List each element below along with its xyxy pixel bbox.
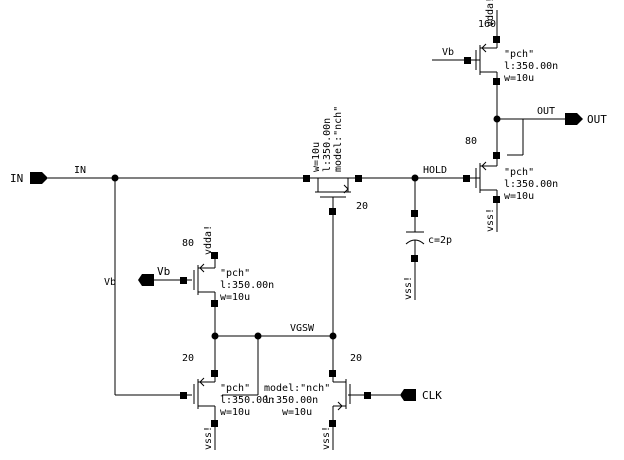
n-sw-model: model:"nch" (333, 106, 344, 172)
p-mid-model: "pch" (220, 268, 250, 279)
pmos-mid[interactable] (180, 252, 218, 308)
p-bl-l: l:350.00n (220, 395, 274, 406)
p-out-model: "pch" (504, 167, 534, 178)
cap-value: c=2p (428, 235, 452, 246)
port-clk[interactable] (400, 389, 416, 401)
n-br-l: l:350.00n (264, 395, 318, 406)
vdd-mid-label: vdda! (203, 225, 214, 255)
n-br-model: model:"nch" (264, 383, 330, 394)
p-mid-w: w=10u (220, 292, 250, 303)
p-mid-mult: 80 (182, 238, 194, 249)
n-br-w: w=10u (282, 407, 312, 418)
port-in[interactable] (30, 172, 48, 184)
port-out[interactable] (565, 113, 583, 125)
net-label-vb-top: Vb (442, 47, 454, 58)
n-sw-mult: 20 (356, 201, 368, 212)
port-out-label: OUT (587, 113, 607, 126)
p-out-w: w=10u (504, 191, 534, 202)
net-label-vgsw: VGSW (290, 323, 315, 334)
p-out-l: l:350.00n (504, 179, 558, 190)
pmos-out[interactable] (463, 150, 500, 232)
p-mid-l: l:350.00n (220, 280, 274, 291)
net-label-out: OUT (537, 106, 555, 117)
p-out-mult: 80 (465, 136, 477, 147)
p-top-w: w=10u (504, 73, 534, 84)
net-label-in: IN (74, 165, 86, 176)
junctions (111, 115, 501, 340)
port-clk-label: CLK (422, 389, 442, 402)
vss-cap-label: vss! (403, 276, 414, 300)
net-label-hold: HOLD (423, 165, 447, 176)
p-top-l: l:350.00n (504, 61, 558, 72)
p-bl-mult: 20 (182, 353, 194, 364)
p-bl-w: w=10u (220, 407, 250, 418)
p-top-mult: 160 (478, 19, 496, 30)
vss-out-label: vss! (485, 208, 496, 232)
hold-capacitor[interactable] (405, 210, 425, 300)
p-top-model: "pch" (504, 49, 534, 60)
n-sw-l: l:350.00n (322, 118, 333, 172)
port-vb[interactable] (138, 274, 154, 286)
nmos-bottom-right[interactable] (329, 370, 371, 450)
p-bl-model: "pch" (220, 383, 250, 394)
nmos-switch[interactable] (303, 175, 362, 215)
net-label-vb-left: Vb (104, 277, 116, 288)
pmos-bottom-left[interactable] (180, 370, 218, 450)
port-vb-label: Vb (157, 265, 170, 278)
n-br-mult: 20 (350, 353, 362, 364)
vdd-top-label: vdda! (485, 0, 496, 27)
port-in-label: IN (10, 172, 23, 185)
vss-bl-label: vss! (203, 426, 214, 450)
pmos-top[interactable] (464, 10, 500, 85)
wires (48, 59, 565, 396)
n-sw-w: w=10u (311, 142, 322, 172)
vss-br-label: vss! (321, 426, 332, 450)
